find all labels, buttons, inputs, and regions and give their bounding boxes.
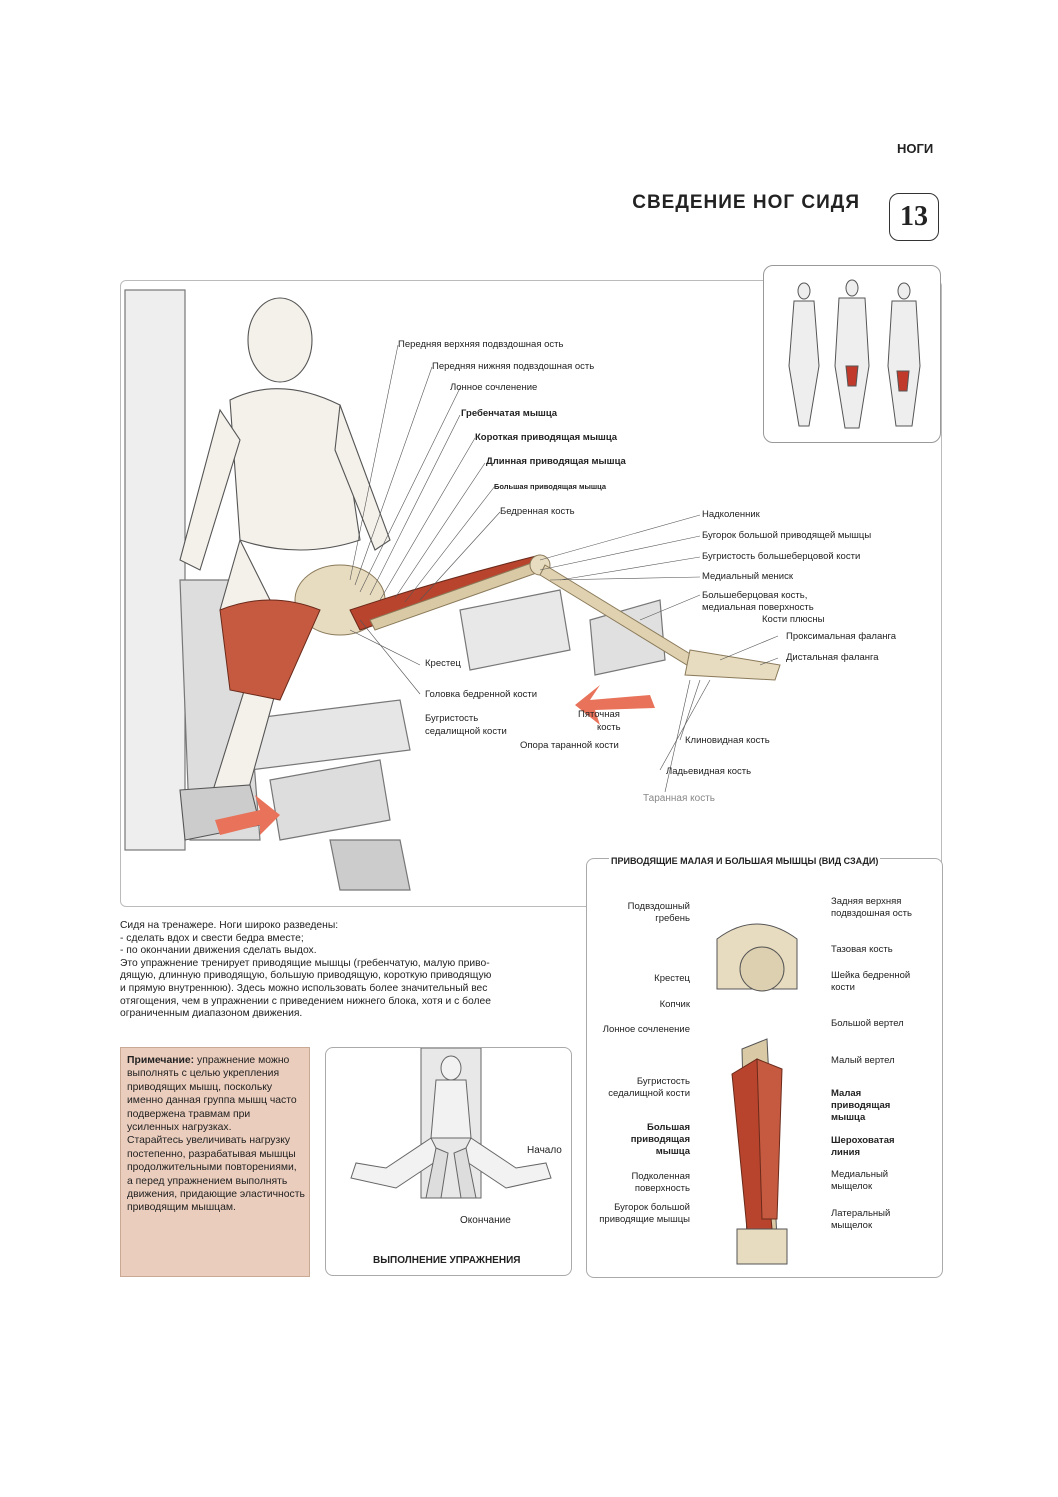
exercise-illustration	[350, 1048, 552, 1199]
rear-label-medial-condyle: Медиальный мыщелок	[831, 1169, 889, 1192]
label-tibial-tuberosity: Бугристость большеберцовой кости	[702, 551, 861, 562]
rear-label-hip-bone: Тазовая кость	[831, 944, 893, 955]
label-adductor-magnus: Большая приводящая мышца	[494, 482, 607, 491]
page-title: СВЕДЕНИЕ НОГ СИДЯ	[632, 192, 860, 213]
label-tibia: Большеберцовая кость,	[702, 590, 808, 601]
label-adductor-brevis: Короткая приводящая мышца	[475, 432, 618, 443]
note-heading: Примечание:	[127, 1055, 195, 1066]
rear-label-adductor-magnus: Большая приводящая мышца	[630, 1122, 690, 1157]
section-label: НОГИ	[897, 141, 934, 156]
label-pubic-symphysis: Лонное сочленение	[450, 382, 538, 393]
label-patella: Надколенник	[702, 509, 760, 520]
instructions-line: отягощения, чем в упражнении с приведени…	[120, 995, 492, 1007]
label-start: Начало	[527, 1145, 562, 1156]
label-tibia-medial-surface: медиальная поверхность	[702, 602, 814, 613]
label-calcaneus: Пяточная	[578, 709, 620, 720]
instructions-line: - по окончании движения сделать выдох.	[120, 945, 317, 957]
arrow-inward-left	[215, 795, 280, 835]
left-arm	[179, 408, 241, 571]
label-femur: Бедренная кость	[500, 506, 575, 517]
label-anterior-inferior-iliac-spine: Передняя нижняя подвздошная ость	[432, 361, 595, 372]
leg-pad-2	[589, 599, 666, 676]
condyles	[736, 1228, 788, 1265]
right-arm	[334, 404, 391, 551]
label-sacrum: Крестец	[425, 658, 461, 669]
label-metatarsals: Кости плюсны	[762, 614, 825, 625]
label-sustentaculum-tali: Опора таранной кости	[520, 740, 619, 751]
machine-foot	[329, 839, 411, 891]
rear-label-ischial-tuberosity: Бугристость седалищной кости	[608, 1076, 690, 1099]
rear-label-psis: Задняя верхняя подвздошная ость	[831, 896, 912, 919]
exercise-panel: Начало Окончание ВЫПОЛНЕНИЕ УПРАЖНЕНИЯ	[325, 1047, 572, 1276]
instructions-line: дящую, длинную приводящую, большую приво…	[120, 970, 492, 982]
left-thigh-muscles	[219, 599, 321, 701]
label-distal-phalanx: Дистальная фаланга	[786, 652, 879, 663]
note-text: Примечание: упражнение можно выполнять с…	[127, 1054, 305, 1215]
head	[247, 297, 313, 383]
instructions-line: Сидя на тренажере. Ноги широко разведены…	[120, 920, 339, 931]
rear-view-illustration	[716, 923, 798, 1265]
machine-base	[269, 759, 391, 841]
rear-label-coccyx: Копчик	[659, 999, 690, 1010]
rear-label-iliac-crest: Подвздошный гребень	[627, 901, 690, 924]
rear-label-femoral-neck: Шейка бедренной кости	[831, 970, 911, 993]
label-ischial-tuberosity: Бугристость	[425, 713, 479, 724]
muscle-figures	[788, 279, 921, 429]
instructions-line: Это упражнение тренирует приводящие мышц…	[120, 957, 490, 969]
rear-view-title: ПРИВОДЯЩИЕ МАЛАЯ И БОЛЬШАЯ МЫШЦЫ (ВИД СЗ…	[609, 856, 881, 866]
foot-bones	[684, 649, 781, 681]
label-anterior-superior-iliac-spine: Передняя верхняя подвздошная ость	[398, 339, 564, 350]
label-proximal-phalanx: Проксимальная фаланга	[786, 631, 897, 642]
rear-label-adductor-tubercle: Бугорок большой приводящие мышцы	[599, 1202, 690, 1225]
exercise-caption: ВЫПОЛНЕНИЕ УПРАЖНЕНИЯ	[373, 1255, 521, 1266]
label-cuneiform: Клиновидная кость	[685, 735, 770, 746]
label-calcaneus-2: кость	[597, 722, 621, 733]
arrow-inward-right	[575, 685, 655, 725]
rear-label-sacrum: Крестец	[654, 973, 690, 984]
leg-pad	[459, 589, 571, 671]
main-illustration-frame	[120, 280, 942, 907]
label-femoral-head: Головка бедренной кости	[425, 689, 538, 700]
instructions: Сидя на тренажере. Ноги широко разведены…	[120, 920, 575, 1021]
torso	[229, 388, 361, 551]
adductor-minimus-muscle	[756, 1058, 783, 1220]
label-pectineus: Гребенчатая мышца	[461, 408, 558, 419]
label-adductor-tubercle: Бугорок большой приводящей мышцы	[702, 530, 872, 541]
note-box: Примечание: упражнение можно выполнять с…	[120, 1047, 310, 1277]
rear-view-panel	[586, 858, 943, 1278]
instructions-line: и прямую внутреннюю). Здесь можно исполь…	[120, 982, 488, 994]
machine-backrest	[124, 289, 186, 851]
label-talus: Таранная кость	[643, 793, 715, 804]
instructions-line: ограниченным диапазоном движения.	[120, 1008, 303, 1020]
note-body: упражнение можно выполнять с целью укреп…	[127, 1055, 297, 1134]
label-end: Окончание	[460, 1215, 511, 1226]
main-illustration	[124, 289, 781, 891]
label-navicular: Ладьевидная кость	[666, 766, 752, 777]
exercise-number: 13	[889, 193, 939, 241]
rear-label-lesser-trochanter: Малый вертел	[831, 1055, 895, 1066]
rear-label-adductor-minimus: Малая приводящая мышца	[831, 1088, 891, 1123]
label-adductor-longus: Длинная приводящая мышца	[486, 456, 626, 467]
rear-label-lateral-condyle: Латеральный мыщелок	[831, 1208, 891, 1231]
instructions-line: - сделать вдох и свести бедра вместе;	[120, 932, 304, 944]
muscle-map-thumbnail	[763, 265, 941, 443]
label-ischial-tuberosity-2: седалищной кости	[425, 726, 507, 737]
rear-label-pubic-symphysis: Лонное сочленение	[602, 1024, 690, 1035]
rear-label-linea-aspera: Шероховатая линия	[831, 1135, 895, 1158]
label-medial-meniscus: Медиальный мениск	[702, 571, 794, 582]
note-body-2: Старайтесь увеличивать нагрузку постепен…	[127, 1135, 305, 1214]
rear-label-popliteal-surface: Подколенная поверхность	[631, 1171, 690, 1194]
rear-label-greater-trochanter: Большой вертел	[831, 1018, 904, 1029]
